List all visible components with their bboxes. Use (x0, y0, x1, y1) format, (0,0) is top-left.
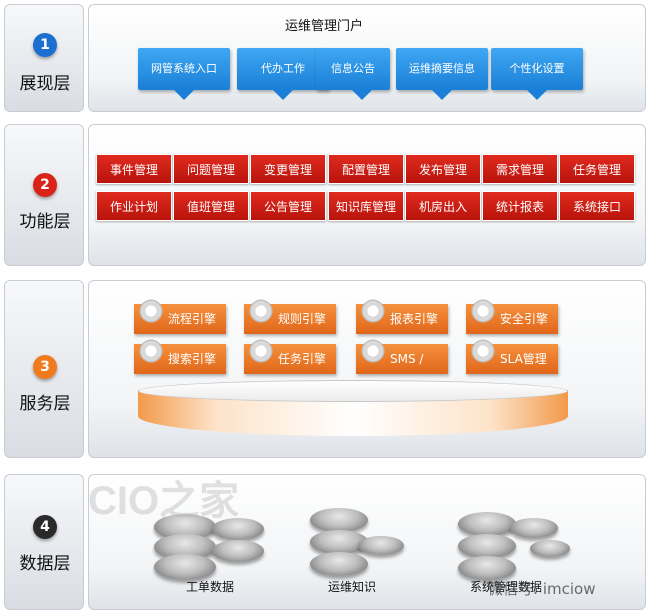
function-module-button[interactable]: 任务管理 (559, 154, 635, 184)
function-module-button[interactable]: 值班管理 (173, 191, 249, 221)
database-disk-icon (310, 552, 368, 577)
database-disk-icon (510, 518, 558, 539)
portal-title: 运维管理门户 (285, 19, 364, 34)
service-engine[interactable]: SMS / Mail (356, 338, 448, 396)
gear-icon (470, 298, 496, 324)
engine-label: 报表引擎 (390, 312, 439, 326)
gear-icon (138, 338, 164, 364)
database-disk-icon (358, 536, 404, 556)
layer-name: 数据层 (19, 554, 71, 574)
layer-number-badge: 3 (33, 355, 57, 379)
function-module-button[interactable]: 系统接口 (559, 191, 635, 221)
layer-name: 功能层 (19, 212, 71, 232)
function-module-button[interactable]: 统计报表 (482, 191, 558, 221)
cio-watermark: CIO之家 (88, 479, 240, 523)
database-disk-icon (310, 508, 368, 533)
portal-tab[interactable]: 运维摘要信息 (396, 48, 488, 100)
layer-label: 4 数据层 (4, 474, 84, 610)
service-engine[interactable]: 搜索引擎 (134, 338, 226, 374)
service-engine[interactable]: 报表引擎 (356, 298, 448, 334)
service-engine[interactable]: 任务引擎 (244, 338, 336, 374)
engine-label: 安全引擎 (500, 312, 549, 326)
database-disk-icon (154, 554, 216, 581)
wechat-watermark: 微信号: imciow (488, 580, 596, 598)
portal-tab[interactable]: 网管系统入口 (138, 48, 230, 100)
function-module-button[interactable]: 事件管理 (96, 154, 172, 184)
database-caption: 运维知识 (327, 580, 376, 594)
service-engine[interactable]: 规则引擎 (244, 298, 336, 334)
function-module-button[interactable]: 配置管理 (328, 154, 404, 184)
function-module-button[interactable]: 知识库管理 (328, 191, 404, 221)
layer-number-badge: 4 (33, 515, 57, 539)
layer-number-badge: 2 (33, 173, 57, 197)
gear-icon (360, 338, 386, 364)
database-caption: 工单数据 (185, 580, 234, 594)
engine-label: 任务引擎 (278, 352, 327, 366)
function-module-button[interactable]: 公告管理 (250, 191, 326, 221)
layer-label: 1 展现层 (4, 4, 84, 112)
portal-tab[interactable]: 代办工作 (237, 48, 329, 100)
engine-label: 规则引擎 (278, 312, 327, 326)
gear-icon (470, 338, 496, 364)
function-module-button[interactable]: 问题管理 (173, 154, 249, 184)
engine-label: 流程引擎 (168, 312, 217, 326)
gear-icon (248, 298, 274, 324)
gear-icon (248, 338, 274, 364)
database-disk-icon (458, 534, 516, 559)
layer-name: 展现层 (19, 74, 71, 94)
service-engine[interactable]: 流程引擎 (134, 298, 226, 334)
function-module-button[interactable]: 机房出入 (405, 191, 481, 221)
portal-tab[interactable]: 个性化设置 (491, 48, 583, 100)
database-disk-icon (212, 540, 264, 562)
function-module-button[interactable]: 发布管理 (405, 154, 481, 184)
function-module-button[interactable]: 变更管理 (250, 154, 326, 184)
gear-icon (138, 298, 164, 324)
service-bus-cylinder-top (138, 380, 568, 402)
function-module-button[interactable]: 需求管理 (482, 154, 558, 184)
database-disk-icon (530, 540, 570, 557)
database-disk-icon (458, 556, 516, 581)
engine-label: 搜索引擎 (168, 352, 217, 366)
layer-name: 服务层 (19, 394, 71, 414)
layer-label: 3 服务层 (4, 280, 84, 458)
portal-tab[interactable]: 信息公告 (316, 48, 390, 100)
function-module-button[interactable]: 作业计划 (96, 191, 172, 221)
database-disk-icon (212, 518, 264, 540)
gear-icon (360, 298, 386, 324)
layer-number-badge: 1 (33, 33, 57, 57)
service-engine[interactable]: 安全引擎 (466, 298, 558, 334)
database-caption: 系统管理数据 (469, 580, 542, 594)
database-disk-icon (458, 512, 516, 537)
layer-label: 2 功能层 (4, 124, 84, 266)
service-engine[interactable]: SLA管理器 (466, 338, 558, 396)
